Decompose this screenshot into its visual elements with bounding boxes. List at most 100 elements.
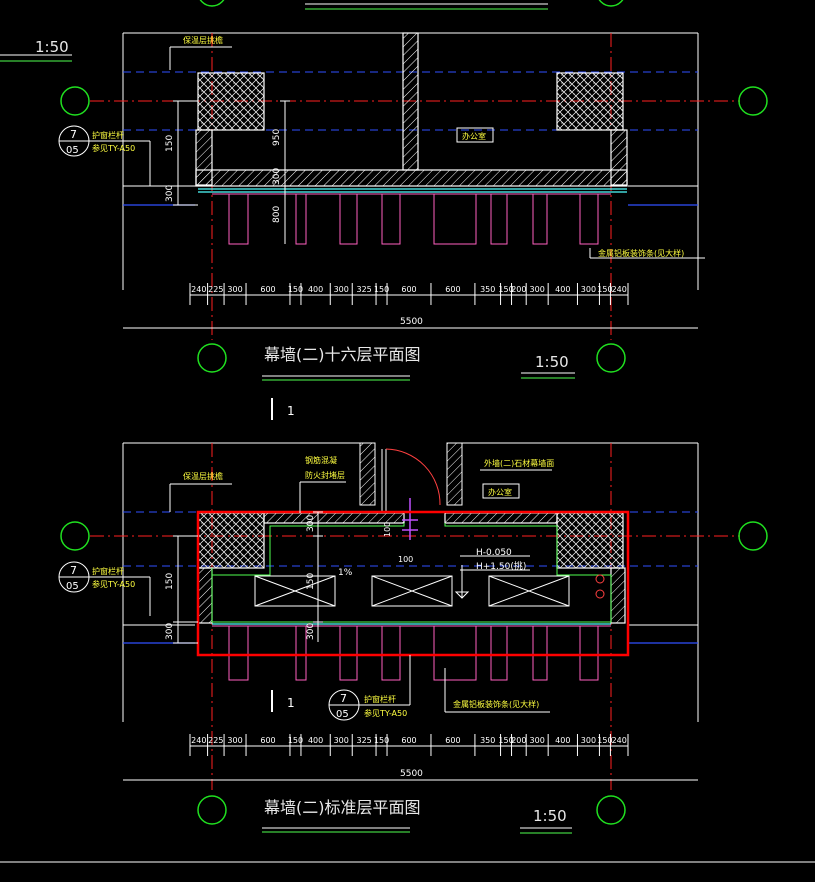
lower-walls	[197, 512, 626, 624]
upper-inner-dim-800: 800	[272, 206, 282, 223]
upper-inner-dim-950: 950	[272, 129, 282, 146]
dim-value: 240	[191, 736, 206, 745]
lower-detail-sheet-bottom: 05	[336, 709, 349, 720]
dim-value: 600	[260, 285, 275, 294]
lower-inner-dim-2: 100	[383, 522, 392, 537]
lower-inner-dim-5: 300	[306, 623, 316, 640]
lower-vdim	[173, 511, 323, 644]
upper-vdim-150: 150	[165, 135, 175, 152]
lower-label-insulation: 保温层挑檐	[183, 471, 223, 481]
upper-inner-dim-300: 300	[272, 168, 282, 185]
dim-value: 225	[208, 285, 223, 294]
dim-value: 600	[445, 736, 460, 745]
lower-room-label: 办公室	[488, 487, 512, 497]
lower-slope-mark: 1%	[338, 568, 353, 578]
top-remnants	[0, 0, 624, 62]
mullion-fin	[532, 626, 548, 681]
dim-value: 200	[511, 285, 526, 294]
upper-vdim-300: 300	[165, 185, 175, 202]
mullion-fin	[381, 194, 401, 245]
lower-section-mark-top: 1	[287, 404, 295, 418]
mullion-fin	[339, 626, 358, 681]
dim-value: 600	[401, 285, 416, 294]
mullion-fin	[579, 626, 599, 681]
mullion-fin	[433, 194, 477, 245]
lower-label-fireproof: 防火封堵层	[305, 470, 345, 480]
dim-value: 325	[356, 285, 371, 294]
mullion-fin	[295, 194, 307, 245]
lower-label-stone-curtain: 外墙(二)石材幕墙面	[484, 458, 554, 468]
dim-value: 240	[612, 736, 627, 745]
lower-railing-note-bottom: 护窗栏杆	[364, 694, 396, 704]
dim-value: 150	[288, 285, 303, 294]
dim-value: 400	[308, 736, 323, 745]
dim-value: 300	[227, 285, 242, 294]
lower-mullion-fins	[212, 625, 611, 681]
upper-mullion-fins	[212, 193, 611, 245]
lower-grid-bubbles	[60, 521, 768, 825]
lower-socket-symbols	[595, 574, 605, 599]
dim-value: 300	[530, 736, 545, 745]
mullion-fin	[490, 194, 508, 245]
mullion-fin	[490, 626, 508, 681]
mullion-fin	[295, 626, 307, 681]
upper-grid-bubbles	[60, 86, 768, 373]
lower-elevation-1: H-0.050	[476, 548, 512, 558]
lower-plan-title: 幕墙(二)标准层平面图	[264, 798, 421, 817]
lower-door	[359, 442, 463, 512]
dim-value: 600	[260, 736, 275, 745]
mullion-fin	[228, 194, 249, 245]
dim-value: 400	[555, 285, 570, 294]
dim-value: 400	[308, 285, 323, 294]
lower-railing-ref-bottom: 参见TY-A50	[364, 708, 407, 718]
dim-value: 240	[191, 285, 206, 294]
lower-inner-dim-4: 150	[306, 573, 316, 590]
mullion-fin	[339, 194, 358, 245]
mullion-fin	[433, 626, 477, 681]
upper-total-dim: 5500	[400, 317, 423, 327]
upper-railing-note: 护窗栏杆	[92, 130, 124, 140]
lower-railing-note-left: 护窗栏杆	[92, 566, 124, 576]
dim-value: 150	[374, 736, 389, 745]
upper-scale-top-left: 1:50	[35, 38, 69, 56]
upper-glazing	[123, 188, 698, 206]
lower-detail-sheet-left: 05	[66, 581, 79, 592]
upper-plan-scale: 1:50	[535, 353, 569, 371]
dim-value: 240	[612, 285, 627, 294]
dim-value: 300	[581, 285, 596, 294]
upper-detail-number: 7	[70, 128, 77, 141]
upper-mullion-note: 金属铝板装饰条(见大样)	[598, 248, 684, 258]
upper-label-insulation: 保温层挑檐	[183, 35, 223, 45]
dim-value: 150	[288, 736, 303, 745]
lower-highlight-box	[196, 510, 630, 657]
lower-detail-callout-bottom	[328, 655, 411, 721]
dim-value: 150	[374, 285, 389, 294]
lower-inner-outline	[211, 523, 612, 623]
lower-glazing	[123, 623, 698, 644]
dim-value: 600	[445, 285, 460, 294]
upper-detail-callout	[58, 125, 151, 186]
lower-elevation-symbol	[454, 565, 470, 599]
lower-railing-ref-left: 参见TY-A50	[92, 579, 135, 589]
dim-value: 200	[511, 736, 526, 745]
upper-vdim	[173, 100, 290, 244]
dim-value: 300	[227, 736, 242, 745]
lower-vdim-150: 150	[165, 573, 175, 590]
mullion-fin	[381, 626, 401, 681]
dim-value: 400	[555, 736, 570, 745]
dim-value: 325	[356, 736, 371, 745]
dim-value: 225	[208, 736, 223, 745]
upper-railing-ref: 参见TY-A50	[92, 143, 135, 153]
dim-value: 300	[334, 285, 349, 294]
lower-mullion-note: 金属铝板装饰条(见大样)	[453, 699, 539, 709]
lower-plan-frame	[122, 442, 699, 722]
dim-value: 150	[498, 285, 513, 294]
dim-value: 150	[597, 736, 612, 745]
lower-section-mark-bottom: 1	[287, 696, 295, 710]
dim-value: 300	[581, 736, 596, 745]
upper-walls	[195, 32, 628, 187]
lower-detail-callout-left	[58, 561, 151, 616]
lower-inner-dim-3: 100	[398, 555, 413, 564]
